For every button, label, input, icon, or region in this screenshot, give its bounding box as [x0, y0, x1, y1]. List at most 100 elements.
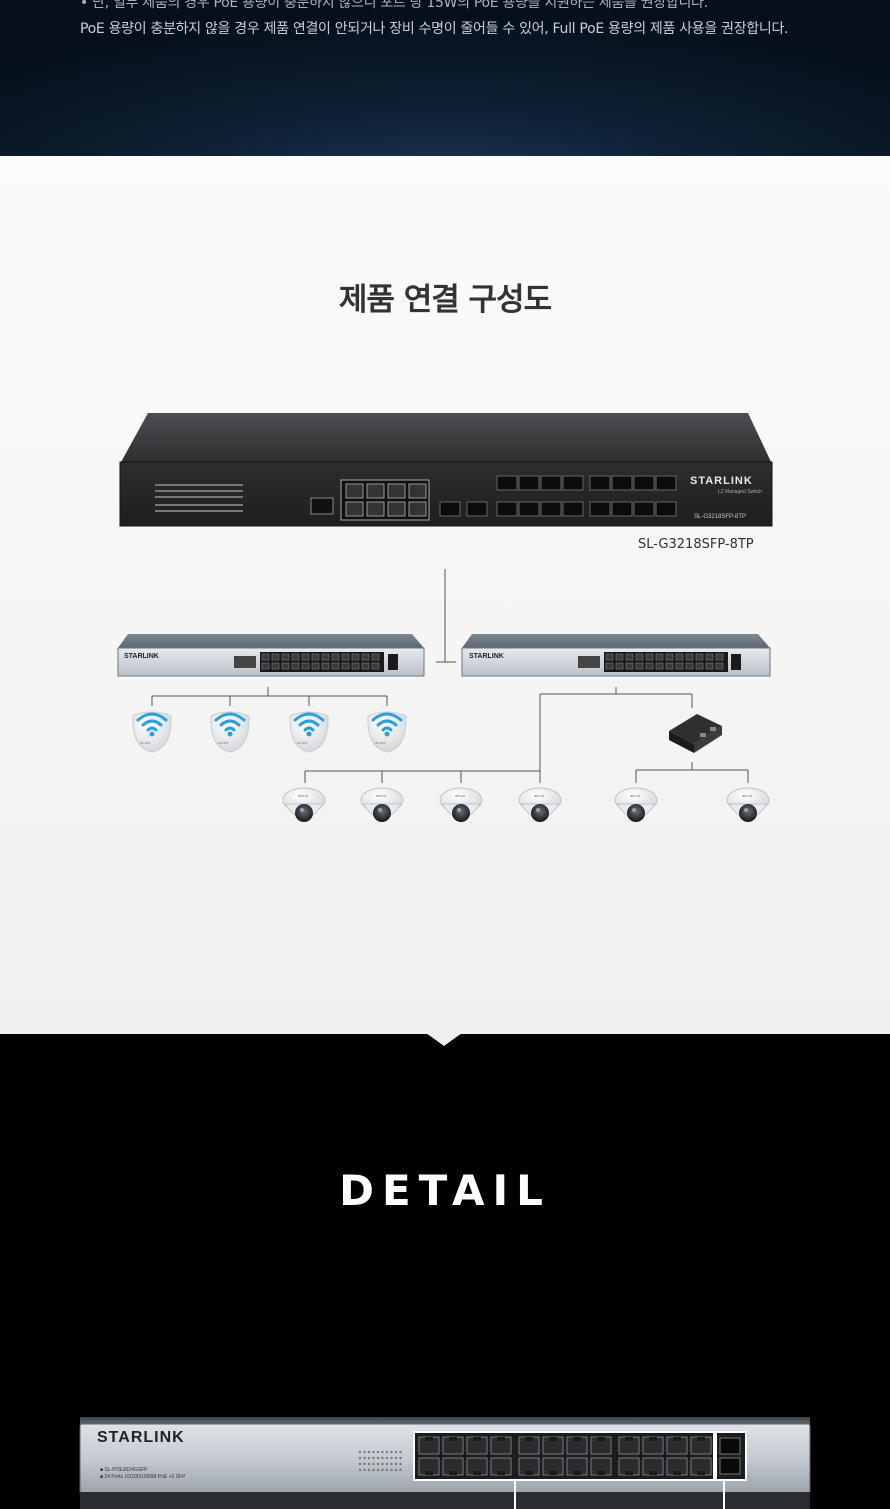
detail-switch-brand: STARLINK: [97, 1429, 185, 1446]
camera-brand: alhua: [455, 793, 466, 798]
rj45-port: [490, 1457, 512, 1476]
core-switch-model: SL-G3218SFP-8TP: [694, 514, 746, 520]
access-switch-port: [645, 662, 654, 670]
rj45-port: [442, 1457, 464, 1476]
detail-switch-spec-1: ■ SL-POE3024GSFP: [100, 1467, 148, 1473]
detail-title: DETAIL: [339, 1166, 551, 1215]
access-switch-port: [635, 662, 644, 670]
wifi-icon: [371, 712, 403, 737]
access-switch-port: [665, 662, 674, 670]
access-switch-port: [715, 653, 724, 661]
camera-brand: alhua: [534, 793, 545, 798]
access-switch-port: [281, 662, 290, 670]
access-switch-port: [665, 653, 674, 661]
core-switch-model-label: SL-G3218SFP-8TP: [638, 537, 754, 552]
access-switch-port: [271, 662, 280, 670]
wifi-access-point: aruba: [367, 711, 407, 753]
rj45-port: [418, 1457, 440, 1476]
access-switch-port: [351, 662, 360, 670]
rj45-port: [642, 1457, 664, 1476]
sfp-highlight-box: [715, 1431, 747, 1481]
detail-switch-vents: [358, 1450, 402, 1472]
right-access-switch: STARLINK: [461, 634, 771, 677]
wifi-icon: [136, 712, 168, 737]
access-switch-port: [695, 662, 704, 670]
access-switch-port: [605, 662, 614, 670]
rj45-port: [666, 1436, 688, 1455]
detail-section: DETAIL STARLINK ■ SL-POE3024GSFP ■ 24 Po…: [0, 1033, 890, 1509]
console-port: [310, 497, 334, 515]
access-switch-port: [675, 662, 684, 670]
access-switch-port: [705, 662, 714, 670]
camera-brand: alhua: [742, 793, 753, 798]
rj45-port: [518, 1457, 540, 1476]
rj45-port: [542, 1457, 564, 1476]
core-switch-brand: STARLINK: [690, 475, 753, 487]
access-switch-port: [655, 662, 664, 670]
access-switch-port: [371, 653, 380, 661]
ap-brand: aruba: [375, 740, 386, 745]
rj45-port: [642, 1436, 664, 1455]
rj45-port: [618, 1457, 640, 1476]
access-switch-port: [685, 653, 694, 661]
dome-camera: alhua: [360, 787, 404, 822]
dome-cameras: alhua alhua alhua alhua alhua alhua: [282, 787, 770, 822]
access-switch-port: [635, 653, 644, 661]
access-switch-port: [705, 653, 714, 661]
access-switch-port: [371, 662, 380, 670]
dome-camera: alhua: [518, 787, 562, 822]
core-switch-subtitle: L2 Managed Switch: [718, 489, 762, 495]
camera-brand: alhua: [376, 793, 387, 798]
rj45-port: [466, 1457, 488, 1476]
access-switch-port: [311, 662, 320, 670]
core-switch-sfp-ports: [439, 475, 677, 517]
rj45-port: [690, 1457, 712, 1476]
rj45-port: [490, 1436, 512, 1455]
poe-notice-line-2: PoE 용량이 충분하지 않을 경우 제품 연결이 안되거나 장비 수명이 줄어…: [80, 21, 789, 37]
wifi-access-point: aruba: [289, 711, 329, 753]
access-switch-port: [291, 662, 300, 670]
core-switch: STARLINK L2 Managed Switch SL-G3218SFP-8…: [119, 413, 773, 527]
ap-brand: aruba: [297, 740, 308, 745]
rj45-port: [542, 1436, 564, 1455]
poe-injector: [669, 714, 722, 753]
access-switch-port: [655, 653, 664, 661]
network-topology-diagram: STARLINK L2 Managed Switch SL-G3218SFP-8…: [117, 413, 773, 822]
rj45-port: [566, 1457, 588, 1476]
dome-camera: alhua: [439, 787, 483, 822]
core-switch-led-grid: [155, 484, 243, 512]
access-switch-port: [311, 653, 320, 661]
rj45-port: [690, 1436, 712, 1455]
access-switch-port: [341, 653, 350, 661]
rj45-port: [442, 1436, 464, 1455]
access-switch-port: [615, 662, 624, 670]
access-switch-port: [645, 653, 654, 661]
access-switch-port: [301, 662, 310, 670]
section-divider-arrow: [426, 1033, 462, 1046]
access-switch-port: [261, 653, 270, 661]
uplink-cables: [436, 569, 456, 663]
poe-notice-line-1: • 단, 일부 제품의 경우 PoE 용량이 충분하지 않으니 포트 당 15W…: [80, 0, 708, 11]
camera-cables: [304, 687, 749, 783]
camera-brand: alhua: [298, 793, 309, 798]
detail-rj45-block: [414, 1433, 714, 1479]
detail-switch-illustration: STARLINK ■ SL-POE3024GSFP ■ 24 Ports 10/…: [79, 1417, 811, 1509]
rj45-port: [590, 1457, 612, 1476]
access-switch-port: [321, 653, 330, 661]
camera-brand: alhua: [630, 793, 641, 798]
rj45-port: [618, 1436, 640, 1455]
ap-brand: aruba: [218, 740, 229, 745]
ap-brand: aruba: [140, 740, 151, 745]
detail-switch-spec-2: ■ 24 Ports 10/100/1000M PoE +2 SFP: [100, 1474, 186, 1480]
rj45-port: [566, 1436, 588, 1455]
wifi-icon: [293, 712, 325, 737]
access-switch-port: [321, 662, 330, 670]
access-switch-port: [341, 662, 350, 670]
access-switch-port: [331, 653, 340, 661]
access-switch-port: [625, 662, 634, 670]
dome-camera: alhua: [282, 787, 326, 822]
access-switch-port: [605, 653, 614, 661]
dome-camera: alhua: [614, 787, 658, 822]
access-switch-port: [625, 653, 634, 661]
right-switch-brand: STARLINK: [469, 653, 504, 660]
